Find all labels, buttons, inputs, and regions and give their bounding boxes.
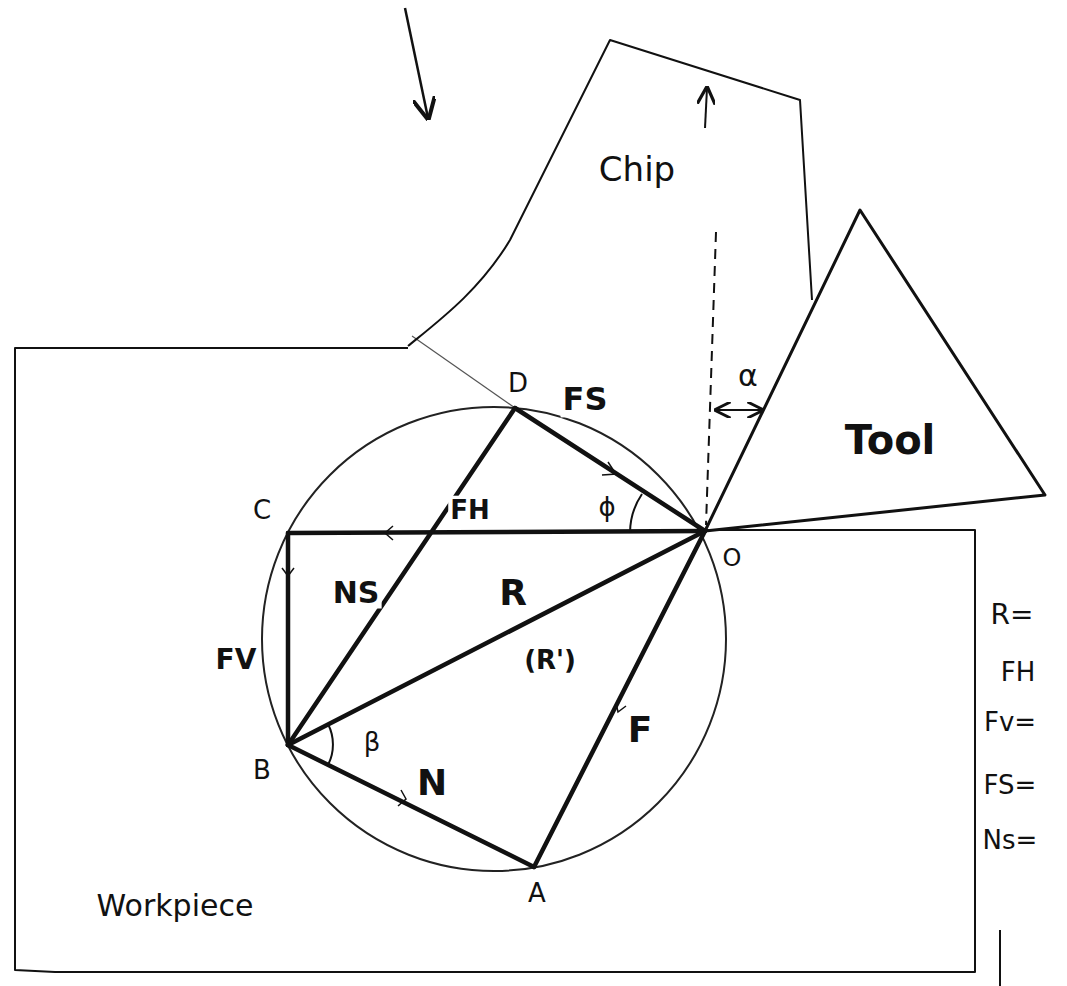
force-label: F xyxy=(626,710,655,750)
outline-path xyxy=(705,210,1045,531)
formula-label: Ns= xyxy=(981,826,1040,855)
node-outline xyxy=(400,30,820,350)
angle-label: α xyxy=(736,359,760,392)
point-label: A xyxy=(526,879,548,908)
rake-angle-arrow xyxy=(716,409,762,411)
node-label: Chip xyxy=(599,151,675,188)
feed-arrow xyxy=(405,8,428,118)
merchant-circle xyxy=(262,407,726,871)
formula-label: Fv= xyxy=(982,708,1038,737)
node-label: Tool xyxy=(845,418,936,462)
formula-label: FS= xyxy=(982,771,1039,800)
table-edge xyxy=(999,930,1001,986)
force-label: R xyxy=(497,573,529,613)
force-label: (R') xyxy=(522,646,578,675)
force-label: FV xyxy=(214,645,259,676)
outline-path xyxy=(408,40,812,346)
point-label: C xyxy=(251,496,273,525)
force-label: FH xyxy=(448,496,492,525)
node-outline xyxy=(10,340,980,980)
force-label: FS xyxy=(561,382,610,417)
reference-line xyxy=(706,232,716,525)
force-lines xyxy=(288,408,705,867)
point-label: O xyxy=(721,545,744,571)
angle-label: β xyxy=(362,728,383,757)
workpiece-region: Workpiece xyxy=(10,340,980,980)
point-label: D xyxy=(506,369,530,398)
chip-region: Chip xyxy=(400,30,820,350)
force-label: N xyxy=(415,763,449,803)
formula-label: R= xyxy=(989,600,1036,631)
outline-path xyxy=(15,348,975,972)
shear-angle-arc xyxy=(630,494,642,533)
direction-ticks xyxy=(282,462,626,806)
chip-flow-arrow xyxy=(705,88,707,128)
shear-plane-line xyxy=(412,336,515,408)
angle-label: ϕ xyxy=(596,493,617,522)
force-label: NS xyxy=(331,576,382,609)
friction-angle-arc xyxy=(328,724,333,765)
node-label: Workpiece xyxy=(97,889,254,922)
point-label: B xyxy=(251,756,273,785)
formula-label: FH xyxy=(999,658,1038,687)
